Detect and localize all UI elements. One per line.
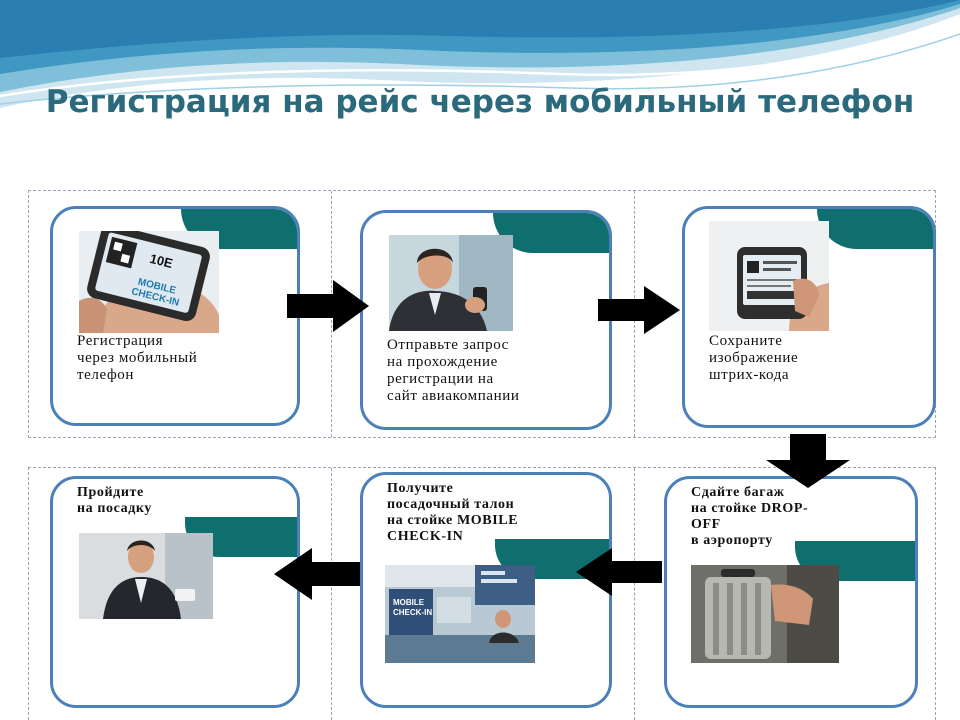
accent-tab <box>817 209 933 249</box>
photo-businessman-phone <box>389 235 513 331</box>
step-card-1: 10E MOBILE CHECK-IN Регистрация через мо… <box>50 206 300 426</box>
photo-barcode-phone <box>709 221 829 331</box>
photo-passenger-boarding <box>79 533 213 619</box>
arrow-down-icon <box>766 434 850 488</box>
step-caption-6: Пройдите на посадку <box>77 485 152 516</box>
arrow-right-icon <box>598 286 680 334</box>
step-card-4: Сдайте багаж на стойке DROP- OFF в аэроп… <box>664 476 918 708</box>
photo-mobile-checkin: 10E MOBILE CHECK-IN <box>79 231 219 333</box>
page-title: Регистрация на рейс через мобильный теле… <box>45 84 915 120</box>
column-divider <box>634 468 635 720</box>
arrow-right-icon <box>287 280 369 332</box>
svg-text:CHECK-IN: CHECK-IN <box>393 608 432 617</box>
steps-row-bottom <box>28 467 936 720</box>
step-card-5: Получите посадочный талон на стойке MOBI… <box>360 472 612 708</box>
svg-text:MOBILE: MOBILE <box>393 598 425 607</box>
step-card-6: Пройдите на посадку <box>50 476 300 708</box>
step-card-2: Отправьте запрос на прохождение регистра… <box>360 210 612 430</box>
arrow-left-icon <box>274 548 360 600</box>
photo-baggage-dropoff <box>691 565 839 663</box>
step-caption-5: Получите посадочный талон на стойке MOBI… <box>387 481 519 544</box>
wave-header-decoration <box>0 0 960 108</box>
arrow-left-icon <box>576 548 662 596</box>
column-divider <box>331 468 332 720</box>
phone-code-text: 10E <box>148 251 174 271</box>
step-caption-3: Сохраните изображение штрих-кода <box>709 333 799 383</box>
step-caption-1: Регистрация через мобильный телефон <box>77 333 198 383</box>
step-card-3: Сохраните изображение штрих-кода <box>682 206 936 428</box>
step-caption-4: Сдайте багаж на стойке DROP- OFF в аэроп… <box>691 485 809 548</box>
photo-checkin-counter: MOBILE CHECK-IN <box>385 565 535 663</box>
step-caption-2: Отправьте запрос на прохождение регистра… <box>387 337 520 404</box>
